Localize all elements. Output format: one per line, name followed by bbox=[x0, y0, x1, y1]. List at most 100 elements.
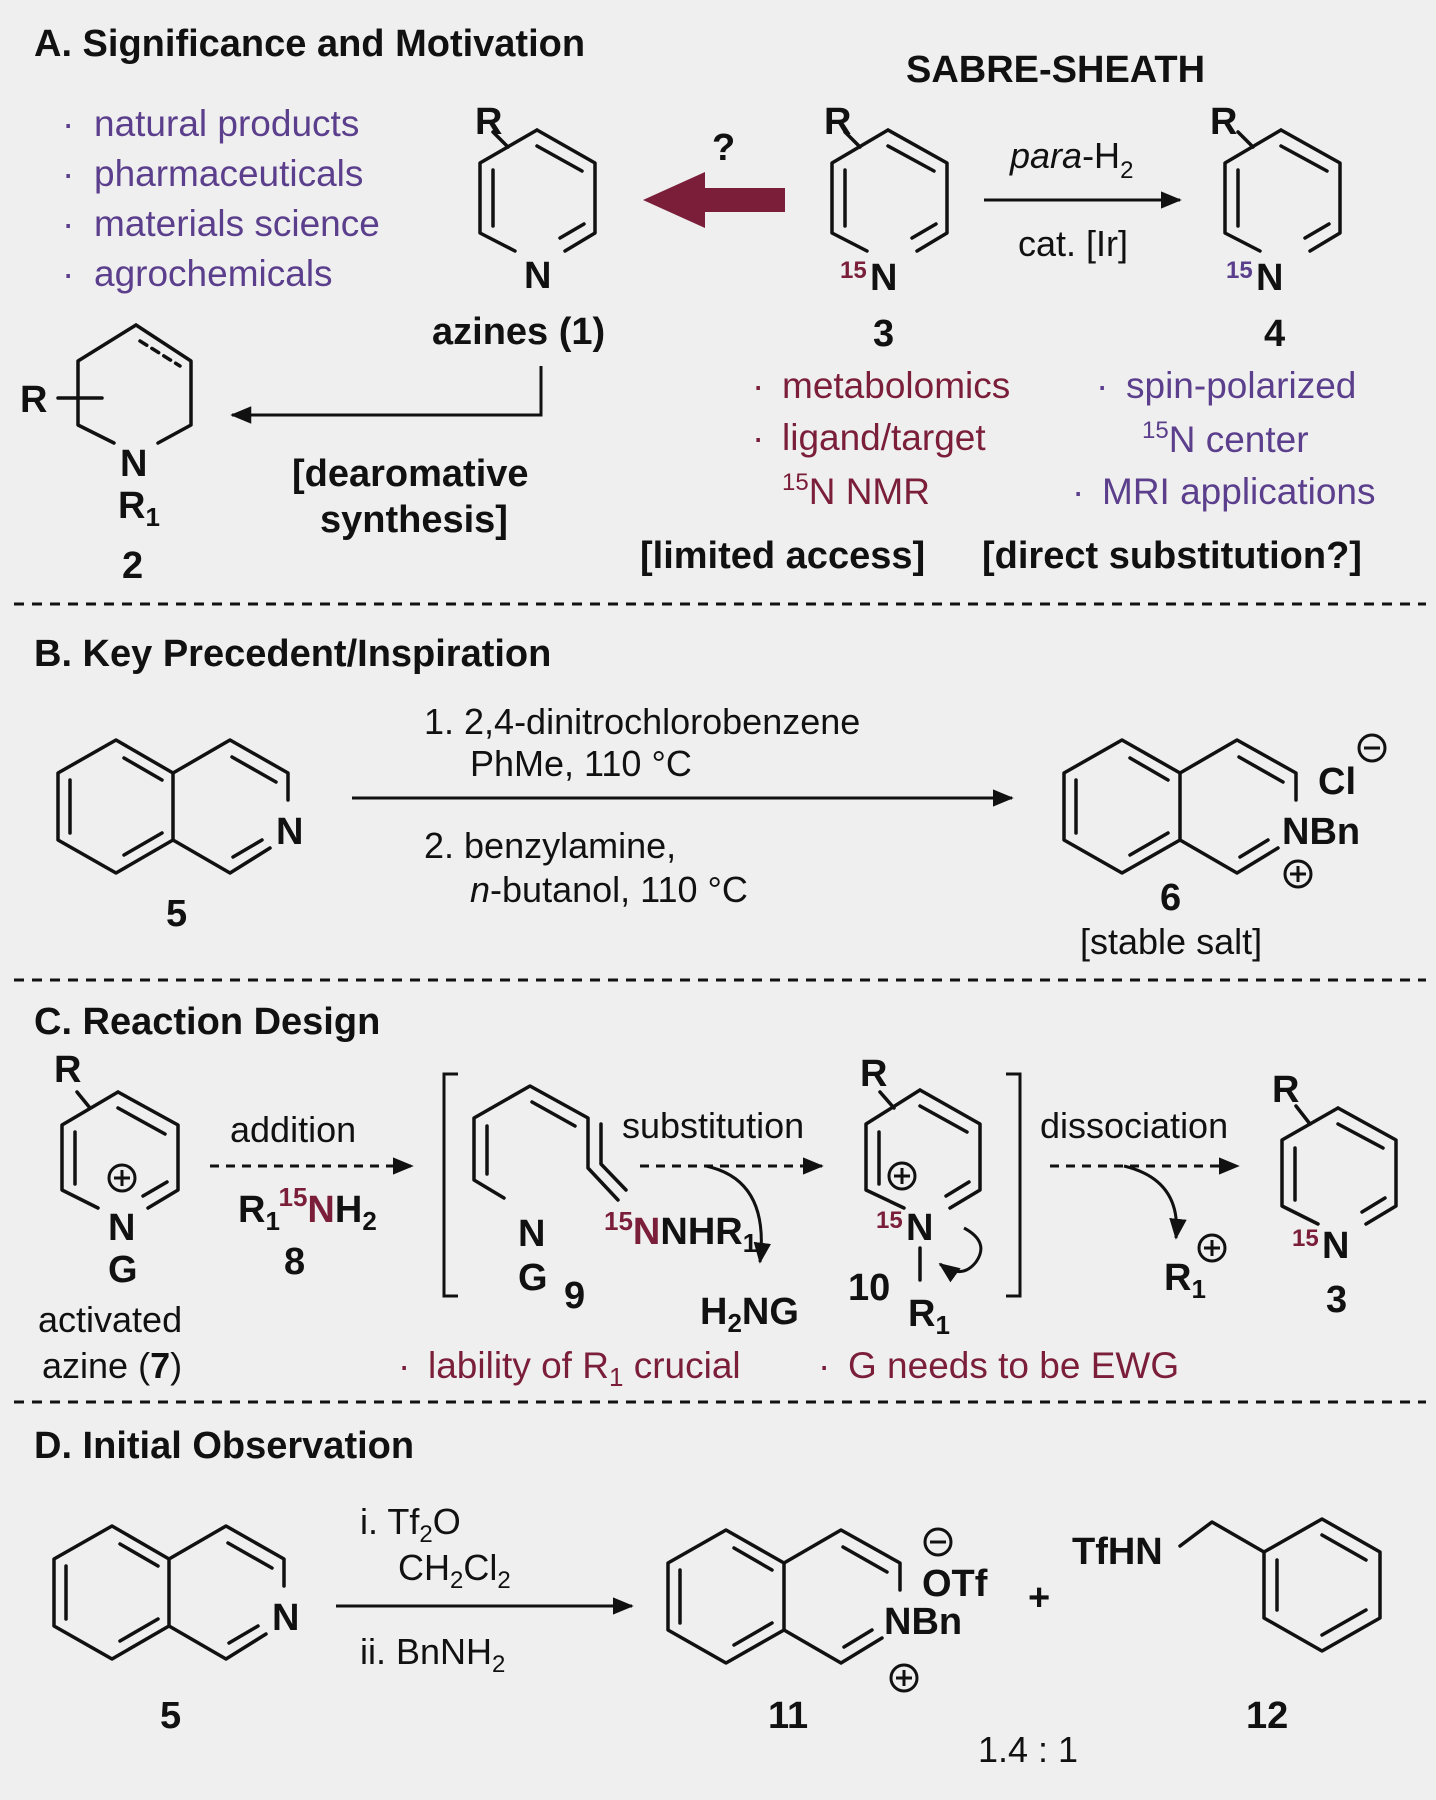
isotope-15-label: 15 bbox=[1292, 1225, 1319, 1252]
compound-5-label-d: 5 bbox=[160, 1695, 181, 1737]
step-1-reagent: 1. 2,4-dinitrochlorobenzene bbox=[424, 701, 860, 742]
bullet-natural-products: natural products bbox=[94, 103, 359, 144]
dearomative-arrow bbox=[230, 366, 543, 424]
plus-charge-icon bbox=[107, 1163, 137, 1193]
bullet-mark: · bbox=[62, 203, 74, 244]
step-2-reagent: 2. benzylamine, bbox=[424, 825, 676, 866]
azines-label: azines (1) bbox=[432, 311, 605, 353]
question-mark: ? bbox=[712, 127, 735, 169]
compound-3-structure-c: R 15 N bbox=[1272, 1069, 1398, 1267]
bullet-mark: · bbox=[818, 1345, 830, 1386]
spin-polarized-text: spin-polarized bbox=[1126, 365, 1356, 406]
application-bullets: · natural products · pharmaceuticals · m… bbox=[62, 103, 380, 294]
nmr-text: 15N NMR bbox=[782, 469, 930, 512]
nitrogen-atom: N bbox=[276, 811, 303, 853]
compound-12-structure: TfHN bbox=[1072, 1517, 1382, 1653]
bullet-mark: · bbox=[62, 103, 74, 144]
bullet-mark: · bbox=[398, 1345, 410, 1386]
compound-11-structure: NBn OTf bbox=[666, 1527, 988, 1693]
compound-8-label: 8 bbox=[284, 1241, 305, 1283]
lability-note: lability of R1 crucial bbox=[428, 1345, 741, 1392]
n-center-text: 15N center bbox=[1142, 417, 1309, 460]
minus-charge-icon bbox=[1357, 733, 1387, 763]
minus-charge-icon bbox=[923, 1527, 953, 1557]
para-h2-label: para-H2 bbox=[1009, 135, 1133, 184]
right-bracket bbox=[1006, 1072, 1022, 1298]
compound-5-structure-d: N bbox=[52, 1524, 299, 1661]
limited-access-label: [limited access] bbox=[640, 535, 925, 577]
panel-b-title: B. Key Precedent/Inspiration bbox=[34, 633, 551, 675]
tfhn-group: TfHN bbox=[1072, 1531, 1163, 1573]
bullet-agrochemicals: agrochemicals bbox=[94, 253, 333, 294]
plus-charge-icon bbox=[1197, 1233, 1227, 1263]
activated-label-1: activated bbox=[38, 1299, 182, 1340]
compound-4-label: 4 bbox=[1264, 313, 1285, 355]
compound-12-label: 12 bbox=[1246, 1695, 1288, 1737]
plus-charge-icon bbox=[889, 1663, 919, 1693]
bullet-mark: · bbox=[1096, 365, 1108, 406]
nitrogen-atom: N bbox=[518, 1213, 545, 1255]
plus-charge-icon bbox=[1283, 859, 1313, 889]
ligand-target-text: ligand/target bbox=[782, 417, 986, 458]
compound-6-structure: NBn Cl bbox=[1062, 733, 1387, 889]
panel-c-title: C. Reaction Design bbox=[34, 1001, 380, 1043]
compound-5-label-b: 5 bbox=[166, 893, 187, 935]
compound-6-label: 6 bbox=[1160, 877, 1181, 919]
r-substituent: R bbox=[1210, 101, 1237, 143]
intermediate-10-structure: R 15 N R1 bbox=[860, 1053, 983, 1340]
compound-5-structure-b: N bbox=[56, 738, 303, 875]
compound-10-label: 10 bbox=[848, 1267, 890, 1309]
step-2-conditions: n-butanol, 110 °C bbox=[470, 869, 748, 910]
h2ng-byproduct: H2NG bbox=[700, 1291, 799, 1338]
nhr1-group: 15NNHR1 bbox=[604, 1206, 757, 1258]
bullet-pharmaceuticals: pharmaceuticals bbox=[94, 153, 363, 194]
compound-3-structure: R 15 N bbox=[824, 101, 949, 299]
plus-charge-icon bbox=[887, 1161, 917, 1191]
azine-1-structure: R N bbox=[475, 101, 597, 297]
nitrogen-atom: N bbox=[108, 1207, 135, 1249]
cation-release-arrow bbox=[1123, 1164, 1187, 1240]
intermediate-9-structure: N G 15NNHR1 bbox=[472, 1084, 757, 1299]
g-activating-group: G bbox=[518, 1257, 548, 1299]
addition-label: addition bbox=[230, 1109, 356, 1150]
compound-9-label: 9 bbox=[564, 1275, 585, 1317]
step-1-conditions: PhMe, 110 °C bbox=[470, 743, 692, 784]
bullet-materials-science: materials science bbox=[94, 203, 380, 244]
compound-4-structure: R 15 N bbox=[1210, 101, 1342, 299]
isotope-15-label: 15 bbox=[876, 1207, 903, 1234]
plus-sign: + bbox=[1028, 1577, 1050, 1619]
product-ratio: 1.4 : 1 bbox=[978, 1729, 1078, 1770]
bullet-mark: · bbox=[62, 253, 74, 294]
compound-3-label: 3 bbox=[873, 313, 894, 355]
reagent-bnnh2: ii. BnNH2 bbox=[360, 1631, 505, 1678]
catalyst-label: cat. [Ir] bbox=[1018, 223, 1128, 264]
isotope-15-label: 15 bbox=[840, 257, 867, 284]
nbn-group: NBn bbox=[1282, 811, 1360, 853]
compound-2-structure: R N R1 bbox=[20, 323, 193, 532]
leaving-group-arrow bbox=[705, 1164, 772, 1264]
nitrogen-15-atom: N bbox=[1256, 257, 1283, 299]
r-substituent: R bbox=[860, 1053, 887, 1095]
nitrogen-atom: N bbox=[272, 1597, 299, 1639]
nbn-group: NBn bbox=[884, 1601, 962, 1643]
compound-3-label-c: 3 bbox=[1326, 1279, 1347, 1321]
sabre-sheath-label: SABRE-SHEATH bbox=[906, 49, 1205, 91]
compound-11-label: 11 bbox=[768, 1695, 808, 1737]
bullet-mark: · bbox=[1072, 471, 1084, 512]
reagent-tf2o: i. Tf2O bbox=[360, 1501, 461, 1548]
substitution-label: substitution bbox=[622, 1105, 804, 1146]
unknown-conversion-arrow bbox=[643, 172, 785, 228]
ewg-note: G needs to be EWG bbox=[848, 1345, 1179, 1386]
g-activating-group: G bbox=[108, 1249, 138, 1291]
r1-substituent: R1 bbox=[908, 1293, 950, 1340]
r1-substituent: R1 bbox=[118, 485, 160, 532]
r1-cation: R1 bbox=[1164, 1257, 1206, 1304]
bullet-mark: · bbox=[752, 417, 764, 458]
r-substituent: R bbox=[824, 101, 851, 143]
activated-azine-7-structure: R N G bbox=[54, 1049, 180, 1291]
dearomative-label-2: synthesis] bbox=[320, 499, 508, 541]
r-substituent: R bbox=[1272, 1069, 1299, 1111]
isotope-15-label: 15 bbox=[1226, 257, 1253, 284]
chloride-ion: Cl bbox=[1318, 761, 1356, 803]
reagent-ch2cl2: CH2Cl2 bbox=[398, 1547, 511, 1594]
